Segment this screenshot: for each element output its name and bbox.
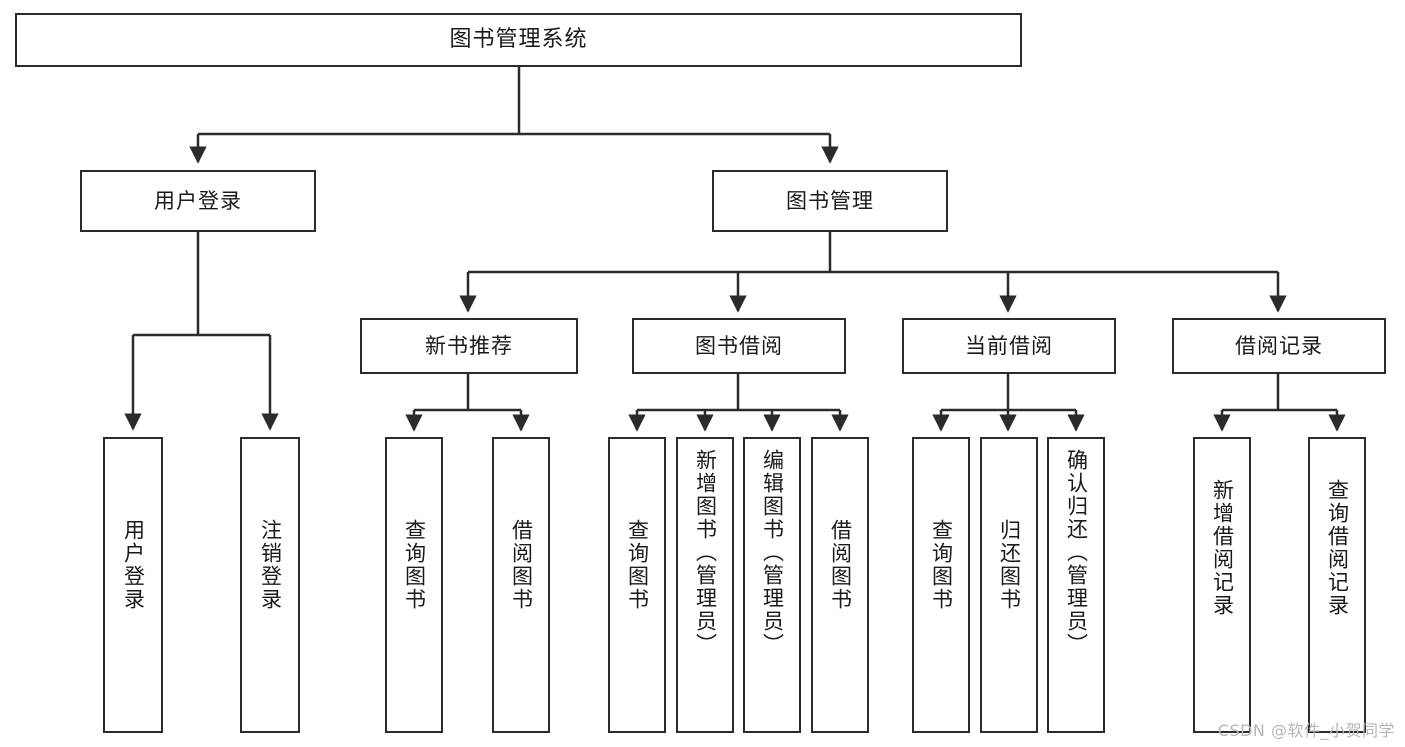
node-root-book-management-system[interactable]: 图书管理系统 xyxy=(15,13,1022,67)
leaf-br-add-record[interactable]: 新增借阅记录 xyxy=(1193,437,1251,733)
node-user-login[interactable]: 用户登录 xyxy=(80,170,316,232)
leaf-cb-return-book[interactable]: 归还图书 xyxy=(980,437,1038,733)
leaf-user-login[interactable]: 用户登录 xyxy=(103,437,163,733)
node-label: 查询图书 xyxy=(625,519,650,611)
node-label: 查询借阅记录 xyxy=(1325,479,1350,617)
node-label: 图书管理系统 xyxy=(449,27,588,52)
leaf-cb-confirm-return-admin[interactable]: 确认归还（管理员） xyxy=(1047,437,1105,733)
node-label: 借阅图书 xyxy=(828,519,853,611)
leaf-br-query-record[interactable]: 查询借阅记录 xyxy=(1308,437,1366,733)
csdn-watermark: CSDN @软件_小贺同学 xyxy=(1217,721,1395,740)
node-label: 图书管理 xyxy=(786,188,874,213)
node-label: 查询图书 xyxy=(402,519,427,611)
leaf-nb-query-book[interactable]: 查询图书 xyxy=(385,437,443,733)
node-current-borrow[interactable]: 当前借阅 xyxy=(902,318,1116,374)
node-label: 用户登录 xyxy=(121,519,146,611)
leaf-bb-add-book-admin[interactable]: 新增图书（管理员） xyxy=(676,437,734,733)
node-label: 新增借阅记录 xyxy=(1210,479,1235,617)
leaf-bb-query-book[interactable]: 查询图书 xyxy=(608,437,666,733)
leaf-logout[interactable]: 注销登录 xyxy=(240,437,300,733)
node-label: 编辑图书（管理员） xyxy=(760,449,785,656)
node-label: 查询图书 xyxy=(929,519,954,611)
node-borrow-record[interactable]: 借阅记录 xyxy=(1172,318,1386,374)
node-new-book-recommend[interactable]: 新书推荐 xyxy=(360,318,578,374)
node-book-management[interactable]: 图书管理 xyxy=(712,170,948,232)
node-label: 借阅记录 xyxy=(1235,333,1323,358)
node-label: 借阅图书 xyxy=(509,519,534,611)
node-label: 确认归还（管理员） xyxy=(1064,449,1089,656)
leaf-bb-edit-book-admin[interactable]: 编辑图书（管理员） xyxy=(743,437,801,733)
node-label: 新增图书（管理员） xyxy=(693,449,718,656)
leaf-bb-borrow-book[interactable]: 借阅图书 xyxy=(811,437,869,733)
node-label: 用户登录 xyxy=(154,188,242,213)
leaf-nb-borrow-book[interactable]: 借阅图书 xyxy=(492,437,550,733)
node-label: 当前借阅 xyxy=(965,333,1053,358)
node-label: 注销登录 xyxy=(258,519,283,611)
node-label: 新书推荐 xyxy=(425,333,513,358)
node-book-borrow[interactable]: 图书借阅 xyxy=(632,318,846,374)
node-label: 归还图书 xyxy=(997,519,1022,611)
node-label: 图书借阅 xyxy=(695,333,783,358)
leaf-cb-query-book[interactable]: 查询图书 xyxy=(912,437,970,733)
